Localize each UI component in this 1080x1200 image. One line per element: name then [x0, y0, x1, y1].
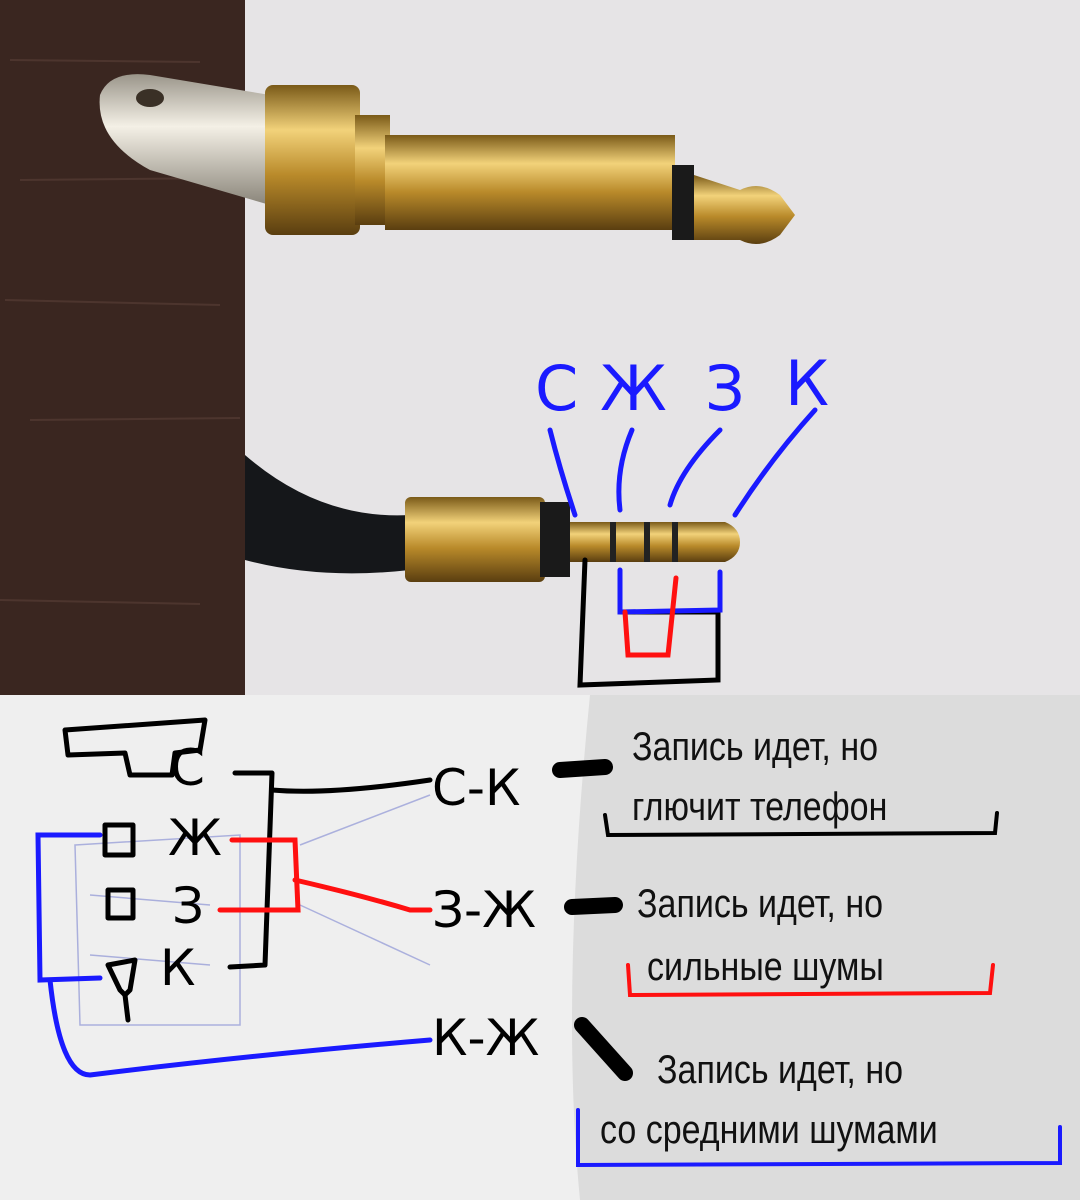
photo-label-zh: Ж	[600, 352, 667, 425]
pin-label-s: С	[170, 739, 205, 797]
trrs-jack	[245, 455, 740, 582]
jack-photo: С Ж З К	[0, 0, 830, 695]
combo-label-s-k: С-К	[432, 759, 520, 817]
result-1-line-2: глючит телефон	[632, 785, 888, 829]
wiring-sketch: С Ж З К С-К З-Ж К-Ж	[0, 695, 1080, 1200]
photo-label-s: С	[535, 352, 578, 425]
result-2-line-2: сильные шумы	[647, 945, 884, 989]
photo-label-k: К	[785, 347, 829, 420]
result-3-line-1: Запись идет, но	[657, 1048, 904, 1092]
combo-label-z-zh: З-Ж	[432, 881, 536, 939]
connector-outline	[62, 717, 433, 1023]
photo-label-z: З	[705, 352, 745, 425]
result-2-line-1: Запись идет, но	[637, 882, 884, 926]
large-jack-adapter	[99, 74, 795, 244]
combo-label-k-zh: К-Ж	[432, 1009, 539, 1067]
pin-label-z: З	[172, 877, 204, 935]
result-1-line-1: Запись идет, но	[632, 725, 879, 769]
result-3-line-2: со средними шумами	[600, 1108, 938, 1152]
pin-label-k: К	[160, 939, 196, 997]
pin-label-zh: Ж	[168, 809, 222, 867]
